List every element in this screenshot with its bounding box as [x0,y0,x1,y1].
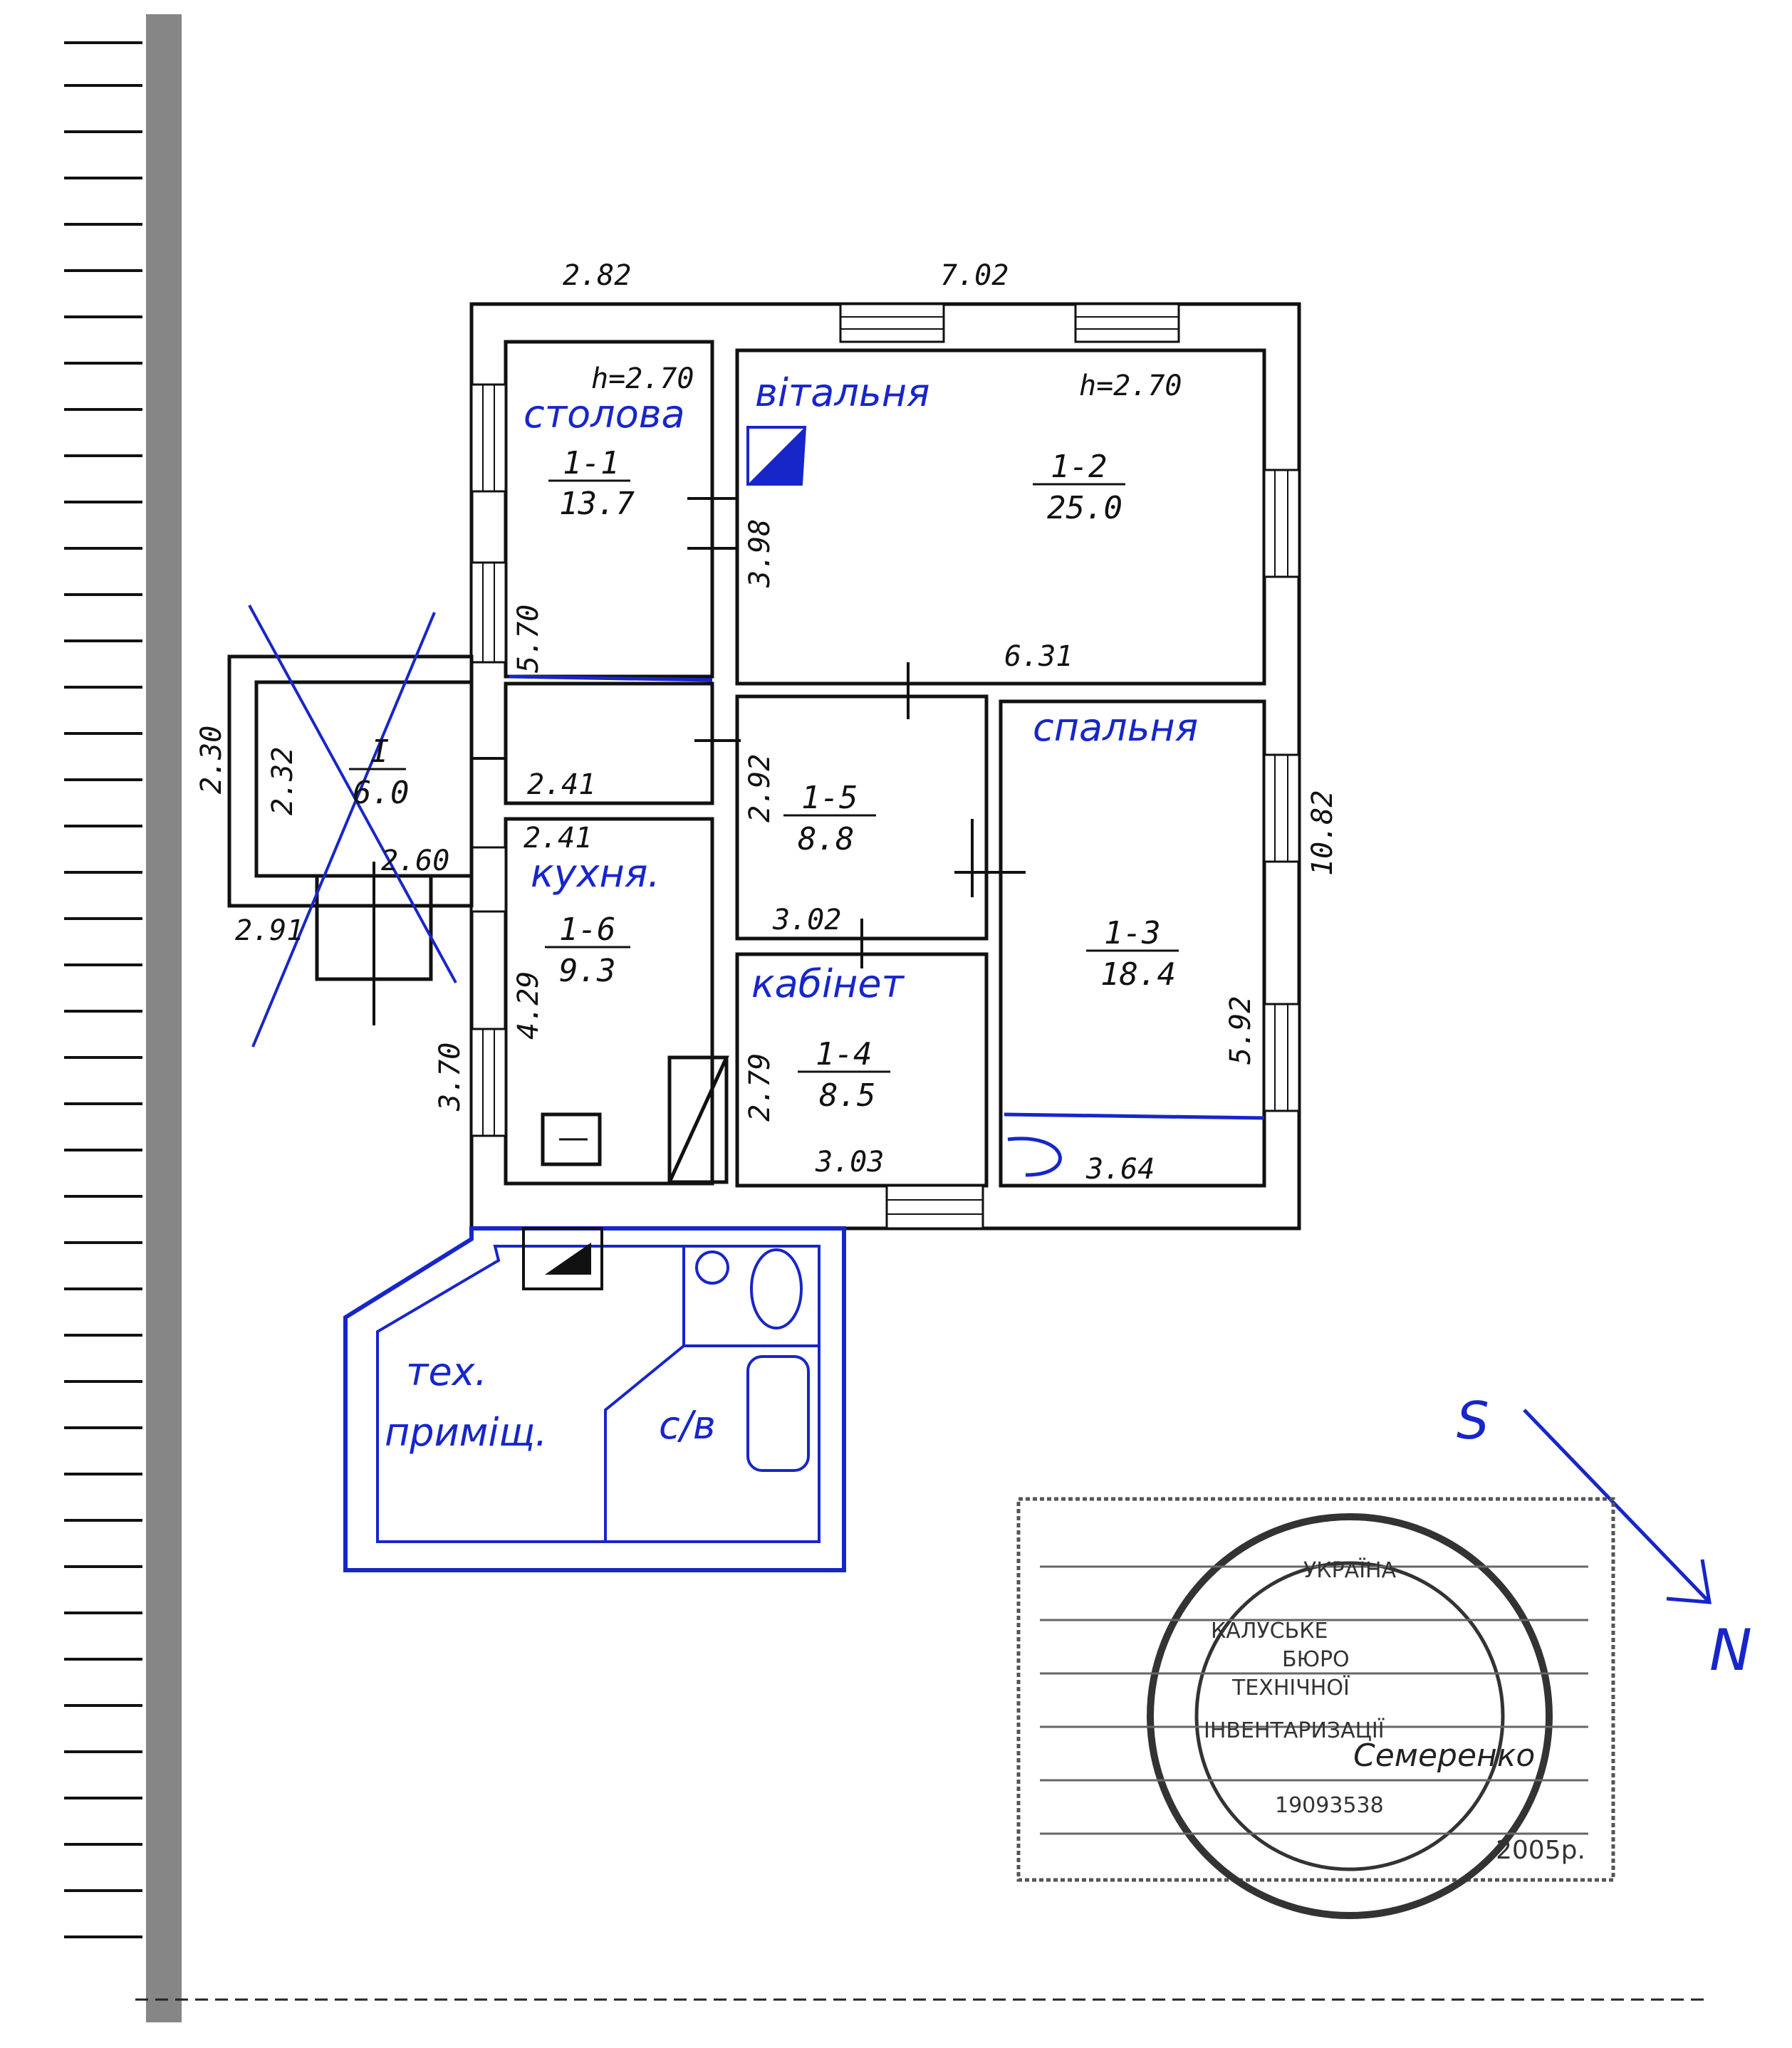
stamp-line-3: ТЕХНІЧНОЇ [1231,1675,1350,1700]
height-stolova: h=2.70 [591,362,694,395]
scan-shadow-strip [146,14,182,2022]
stamp-signature: Семеренко [1353,1738,1535,1774]
porch-cross-1 [248,605,457,983]
compass-south: S [1457,1391,1489,1451]
stove [541,1112,602,1166]
dim-spalnia-width: 3.64 [1085,1153,1155,1186]
annex-inner [376,1245,821,1543]
dim-right-total: 10.82 [1306,790,1339,876]
dim-koridor-a: 2.41 [527,768,595,801]
label-stolova: столова [523,392,685,437]
height-vitalna: h=2.70 [1079,370,1182,402]
stamp-line-2: БЮРО [1282,1647,1350,1672]
stamp-seal-outer [1147,1513,1553,1919]
dim-koridor-b: 2.41 [523,822,592,855]
dim-top-left: 2.82 [563,259,631,292]
bath-partition [604,1344,819,1542]
dim-porch-h1: 2.32 [266,747,299,815]
label-tech-1: тех. [406,1349,487,1394]
label-tech-2: приміщ. [385,1410,547,1455]
compass-north: N [1709,1617,1752,1683]
area-spalnia: 18.4 [1100,956,1176,993]
area-porch: 6.0 [353,775,409,811]
compass-arrowhead [1666,1559,1712,1604]
dim-spalnia-height: 5.92 [1224,996,1257,1065]
label-spalnia: спальня [1033,705,1198,750]
label-bath: с/в [659,1403,716,1448]
dim-top-right: 7.02 [940,259,1009,292]
dim-porch-h2: 2.30 [195,726,228,794]
code-spalnia: 1-3 [1104,915,1160,951]
label-kukhnia: кухня. [531,851,660,896]
label-kabinet: кабінет [751,961,905,1006]
stamp-line-4: ІНВЕНТАРИЗАЦІЇ [1204,1718,1385,1743]
code-stolova: 1-1 [563,445,619,481]
code-kabinet: 1-4 [816,1036,872,1072]
windows [470,303,1301,1230]
stamp-code: 19093538 [1275,1793,1384,1818]
door-marks [470,497,1026,968]
dim-kabinet-height: 2.79 [744,1053,776,1122]
dim-porch-w2: 2.91 [235,914,303,947]
room-korydor-outline [504,681,714,805]
dim-kukhnia-left: 3.70 [434,1043,467,1112]
vitalna-stove-fill [748,427,805,484]
dim-porch-w1: 2.60 [381,845,449,877]
dim-kabinet-width: 3.03 [815,1146,884,1179]
stair-wedge [667,1055,729,1184]
area-kukhnia: 9.3 [559,953,615,989]
boiler [522,1227,603,1290]
stamp-seal-inner [1194,1561,1505,1871]
stamp-lines [1040,1565,1588,1835]
dim-vitalna-height: 3.98 [744,519,776,588]
room-spalnia-outline [999,699,1266,1188]
toilet [750,1248,803,1329]
code-vitalna: 1-2 [1051,449,1107,485]
ink-partition-spalnia [1004,1112,1265,1120]
scan-ruler-left [64,41,142,1938]
dim-1-5-width: 3.02 [772,904,841,936]
bathtub [746,1355,810,1472]
sink [695,1250,729,1285]
dim-vitalna-width: 6.31 [1004,640,1073,673]
ink-squiggle [1007,1137,1062,1177]
dim-kukhnia-height: 4.29 [512,971,545,1040]
area-kabinet: 8.5 [819,1077,875,1114]
stamp-box [1016,1497,1615,1882]
area-vitalna: 25.0 [1047,490,1122,526]
porch-cross-2 [251,612,436,1047]
stamp-ring: УКРАЇНА [1303,1557,1397,1583]
ink-partition-stolova [509,674,713,682]
boiler-fill [545,1243,591,1275]
compass-arrow [1523,1409,1711,1604]
dim-stolova-height: 5.70 [512,605,545,673]
stamp-line-1: КАЛУСЬКЕ [1211,1619,1328,1644]
window-hatching [482,316,1288,1215]
code-porch: I [370,733,390,770]
label-vitalna: вітальня [755,370,930,415]
annex-outer [343,1226,846,1572]
area-stolova: 13.7 [559,486,635,522]
dim-1-5-height: 2.92 [744,754,776,822]
stamp-year: 2005р. [1496,1836,1585,1865]
code-1-5: 1-5 [801,780,858,816]
area-1-5: 8.8 [798,821,854,857]
room-kukhnia-outline [504,817,714,1186]
code-kukhnia: 1-6 [559,911,615,948]
